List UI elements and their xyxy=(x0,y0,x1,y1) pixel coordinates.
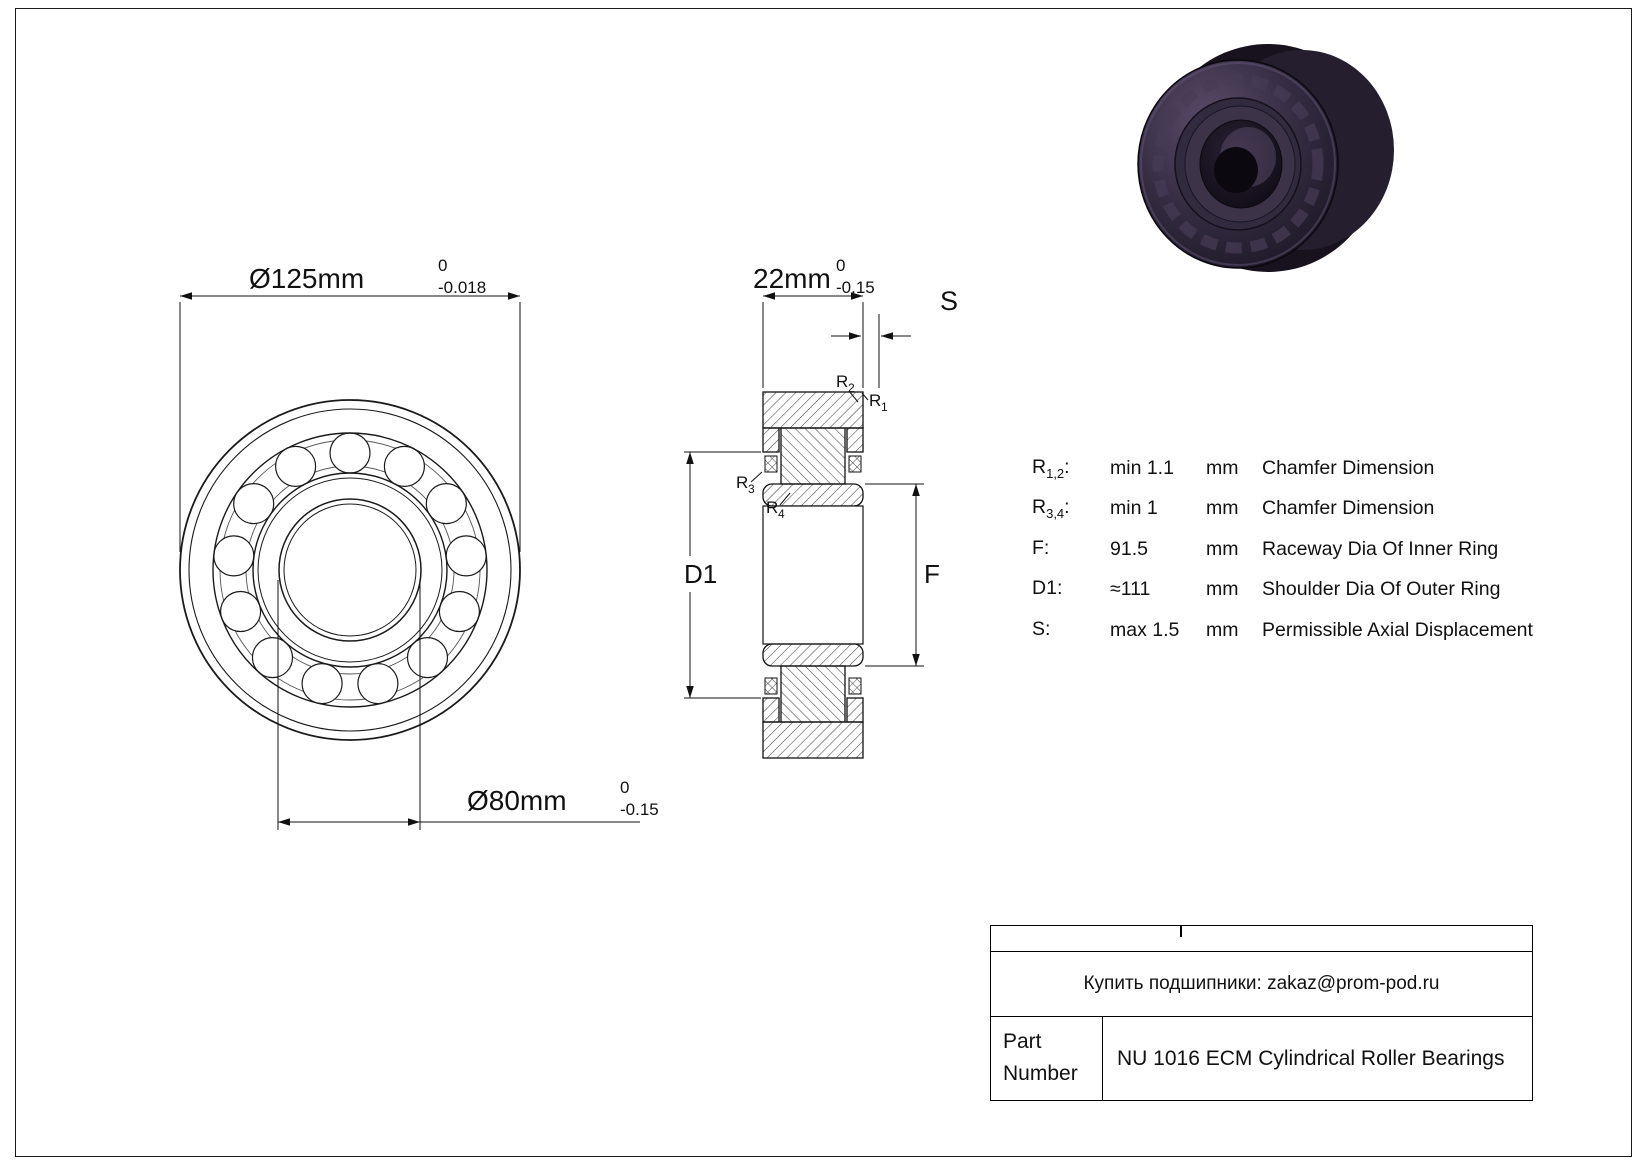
spec-symbol: S: xyxy=(1032,617,1051,640)
r3-sub: 3 xyxy=(748,482,755,496)
spec-row-r12: R1,2: min 1.1 mm Chamfer Dimension xyxy=(1032,448,1552,489)
od-tol-lower: -0.018 xyxy=(438,278,486,297)
outer-ring-left-flange-bottom xyxy=(762,697,780,723)
spec-unit: mm xyxy=(1206,456,1239,479)
s-dim-label: S xyxy=(940,286,958,316)
cage-right-top-section xyxy=(848,455,862,473)
inner-raceway-circle xyxy=(252,472,448,668)
spec-row-d1: D1: ≈111 mm Shoulder Dia Of Outer Ring xyxy=(1032,570,1552,611)
outer-ring-chamfer-circle xyxy=(188,408,512,732)
bore-dim-label: Ø80mm xyxy=(467,785,567,816)
section-view xyxy=(762,391,864,759)
cage-right-bottom-section xyxy=(848,677,862,695)
roller-bottom-section xyxy=(780,665,846,723)
outer-ring-top-section xyxy=(762,391,864,429)
dimension-width xyxy=(762,292,864,388)
spec-value: max 1.5 xyxy=(1110,618,1180,641)
r1-label: R xyxy=(869,391,881,410)
d1-dim-label: D1 xyxy=(684,559,717,589)
chamfer-labels: R 2 R 1 R 3 R 4 xyxy=(736,372,888,521)
part-number-label: Part Number xyxy=(991,1017,1103,1100)
spec-unit: mm xyxy=(1206,618,1239,641)
bore-section xyxy=(762,505,864,645)
spec-unit: mm xyxy=(1206,497,1239,520)
bearing-3d-render xyxy=(1137,44,1394,272)
spec-desc: Raceway Dia Of Inner Ring xyxy=(1262,537,1499,560)
title-block-top-strip xyxy=(991,926,1532,952)
f-dim-label: F xyxy=(924,559,940,589)
r1-sub: 1 xyxy=(881,400,888,414)
width-tol-upper: 0 xyxy=(836,256,845,275)
od-tol-upper: 0 xyxy=(438,256,447,275)
spec-row-f: F: 91.5 mm Raceway Dia Of Inner Ring xyxy=(1032,529,1552,570)
roller-top-section xyxy=(780,427,846,485)
spec-value: ≈111 xyxy=(1110,578,1151,601)
spec-desc: Shoulder Dia Of Outer Ring xyxy=(1262,578,1501,601)
front-view xyxy=(179,399,521,741)
spec-desc: Chamfer Dimension xyxy=(1262,456,1435,479)
width-tol-lower: -0.15 xyxy=(836,278,875,297)
spec-desc: Permissible Axial Displacement xyxy=(1262,618,1533,641)
dimension-outer-diameter xyxy=(179,292,521,552)
spec-symbol: F: xyxy=(1032,536,1050,559)
spec-row-s: S: max 1.5 mm Permissible Axial Displace… xyxy=(1032,610,1552,651)
spec-unit: mm xyxy=(1206,578,1239,601)
r2-sub: 2 xyxy=(848,381,855,395)
r4-label: R xyxy=(766,498,778,517)
spec-unit: mm xyxy=(1206,537,1239,560)
contact-text: Купить подшипники: zakaz@prom-pod.ru xyxy=(1083,973,1440,994)
spec-row-r34: R3,4: min 1 mm Chamfer Dimension xyxy=(1032,489,1552,530)
spec-value: min 1.1 xyxy=(1110,456,1174,479)
bore-chamfer-circle xyxy=(283,503,417,637)
rollers-3d xyxy=(1152,74,1324,254)
part-name: NU 1016 ECM Cylindrical Roller Bearings xyxy=(1117,1046,1505,1070)
r4-sub: 4 xyxy=(778,507,785,521)
spec-value: min 1 xyxy=(1110,497,1158,520)
spec-desc: Chamfer Dimension xyxy=(1262,497,1435,520)
dimension-bore-diameter xyxy=(277,580,640,830)
outer-ring-bottom-section xyxy=(762,721,864,759)
rollers-front xyxy=(213,432,487,705)
cage-left-top-section xyxy=(764,455,778,473)
r3-label: R xyxy=(736,473,748,492)
inner-ring-shoulder-circle xyxy=(257,477,443,663)
spec-value: 91.5 xyxy=(1110,537,1148,560)
r2-label: R xyxy=(836,372,848,391)
spec-symbol: D1: xyxy=(1032,577,1063,600)
inner-ring-bottom-section xyxy=(762,643,864,667)
title-block: Купить подшипники: zakaz@prom-pod.ru Par… xyxy=(990,925,1533,1101)
dimension-f xyxy=(865,483,924,667)
spec-symbol: R1,2: xyxy=(1032,455,1070,481)
fold-tick xyxy=(1180,926,1182,937)
bore-tol-lower: -0.15 xyxy=(620,800,659,819)
outer-ring-left-flange-top xyxy=(762,427,780,453)
contact-row: Купить подшипники: zakaz@prom-pod.ru xyxy=(991,952,1532,1017)
spec-symbol: R3,4: xyxy=(1032,496,1070,522)
cage-left-bottom-section xyxy=(764,677,778,695)
outer-ring-right-flange-top xyxy=(846,427,864,453)
outer-raceway-circle xyxy=(212,432,488,708)
width-dim-label: 22mm xyxy=(753,263,831,294)
spec-table: R1,2: min 1.1 mm Chamfer Dimension R3,4:… xyxy=(1032,448,1552,651)
bore-tol-upper: 0 xyxy=(620,778,629,797)
dimension-s xyxy=(831,314,911,388)
outer-ring-od-circle xyxy=(179,399,521,741)
outer-ring-right-flange-bottom xyxy=(846,697,864,723)
drawing-frame xyxy=(15,8,1632,1157)
bore-circle xyxy=(278,498,422,642)
od-dim-label: Ø125mm xyxy=(249,263,364,294)
part-row: Part Number NU 1016 ECM Cylindrical Roll… xyxy=(991,1017,1532,1100)
dimension-d1 xyxy=(684,451,761,699)
